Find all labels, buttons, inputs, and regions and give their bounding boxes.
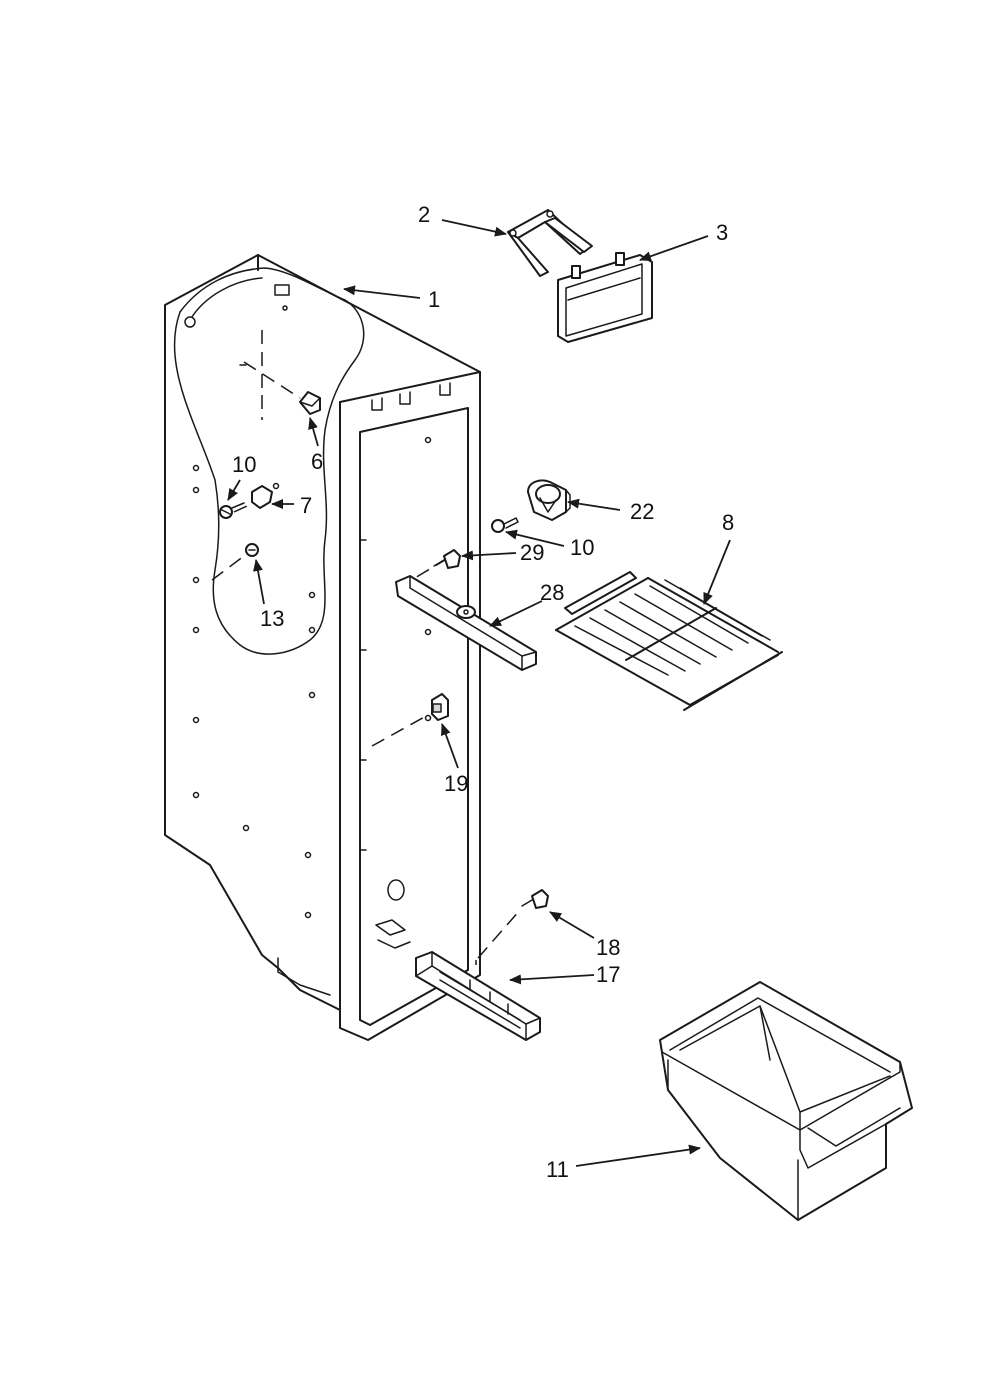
callout-7: 7 xyxy=(300,493,312,518)
part-3-cover xyxy=(557,252,653,343)
callout-3: 3 xyxy=(716,220,728,245)
part-18-screw xyxy=(521,889,549,909)
freezer-liner xyxy=(164,254,521,1041)
callout-18: 18 xyxy=(596,935,620,960)
part-28-rail xyxy=(395,575,537,671)
callout-labels: 1 2 3 6 7 8 10 10 11 13 17 18 19 22 28 2… xyxy=(232,202,734,1182)
callout-28: 28 xyxy=(540,580,564,605)
callout-arrows xyxy=(227,219,731,1167)
part-29-screw xyxy=(433,549,461,569)
callout-10-left: 10 xyxy=(232,452,256,477)
callout-13: 13 xyxy=(260,606,284,631)
part-2-bracket xyxy=(507,209,593,277)
part-22-stop xyxy=(527,479,571,521)
callout-6: 6 xyxy=(311,449,323,474)
part-6-clip xyxy=(299,391,321,415)
callout-11: 11 xyxy=(546,1157,569,1182)
callout-22: 22 xyxy=(630,499,654,524)
callout-10-right: 10 xyxy=(570,535,594,560)
part-17-grille xyxy=(415,951,541,1041)
part-19-clip xyxy=(431,693,449,721)
part-10-screw-right xyxy=(491,517,519,533)
callout-29: 29 xyxy=(520,540,544,565)
callout-1: 1 xyxy=(428,287,440,312)
callout-2: 2 xyxy=(418,202,430,227)
callout-19: 19 xyxy=(444,771,468,796)
part-10-screw-left xyxy=(219,502,245,519)
part-11-bin xyxy=(659,981,913,1221)
callout-17: 17 xyxy=(596,962,620,987)
callout-8: 8 xyxy=(722,510,734,535)
part-13-screw xyxy=(245,543,259,557)
part-7-bracket xyxy=(251,482,280,509)
liner-holes xyxy=(192,305,432,919)
part-8-wire-shelf xyxy=(555,571,783,711)
